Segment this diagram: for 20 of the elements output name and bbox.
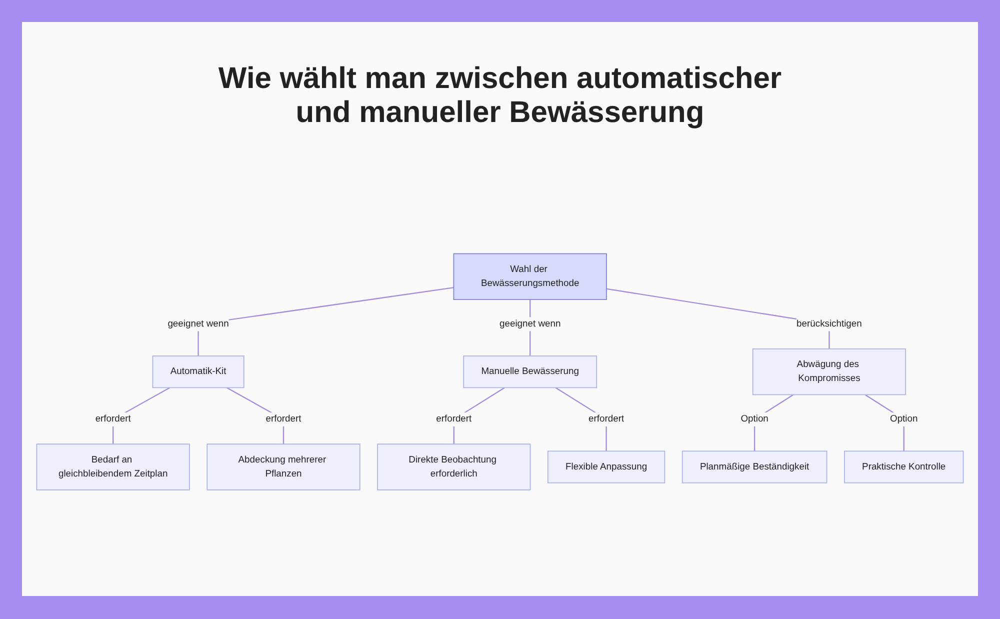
edge-label: erfordert [588,414,624,424]
node-box: Manuelle Bewässerung [463,355,598,388]
diagram-title: Wie wählt man zwischen automatischer und manueller Bewässerung [217,62,783,130]
node-box: Bedarf an gleichbleibendem Zeitplan [36,443,190,490]
node-box: Abdeckung mehrerer Pflanzen [206,443,360,490]
edge-label: berücksichtigen [796,318,862,329]
node-box: Planmäßige Beständigkeit [682,450,828,483]
edge-label: geeignet wenn [168,318,229,329]
node-box: Abwägung des Kompromisses [752,348,906,395]
node-box: Wahl der Bewässerungsmethode [453,252,607,300]
edge-label: erfordert [95,414,131,424]
edge-label: erfordert [266,414,302,424]
node-box: Flexible Anpassung [547,450,666,483]
node-box: Automatik-Kit [152,355,244,388]
edge-label: Option [740,414,768,424]
edge-label: erfordert [436,414,472,424]
edge-label: geeignet wenn [500,318,561,329]
edge-label: Option [890,414,918,424]
node-box: Praktische Kontrolle [844,450,964,483]
node-box: Direkte Beobachtung erforderlich [377,443,531,490]
